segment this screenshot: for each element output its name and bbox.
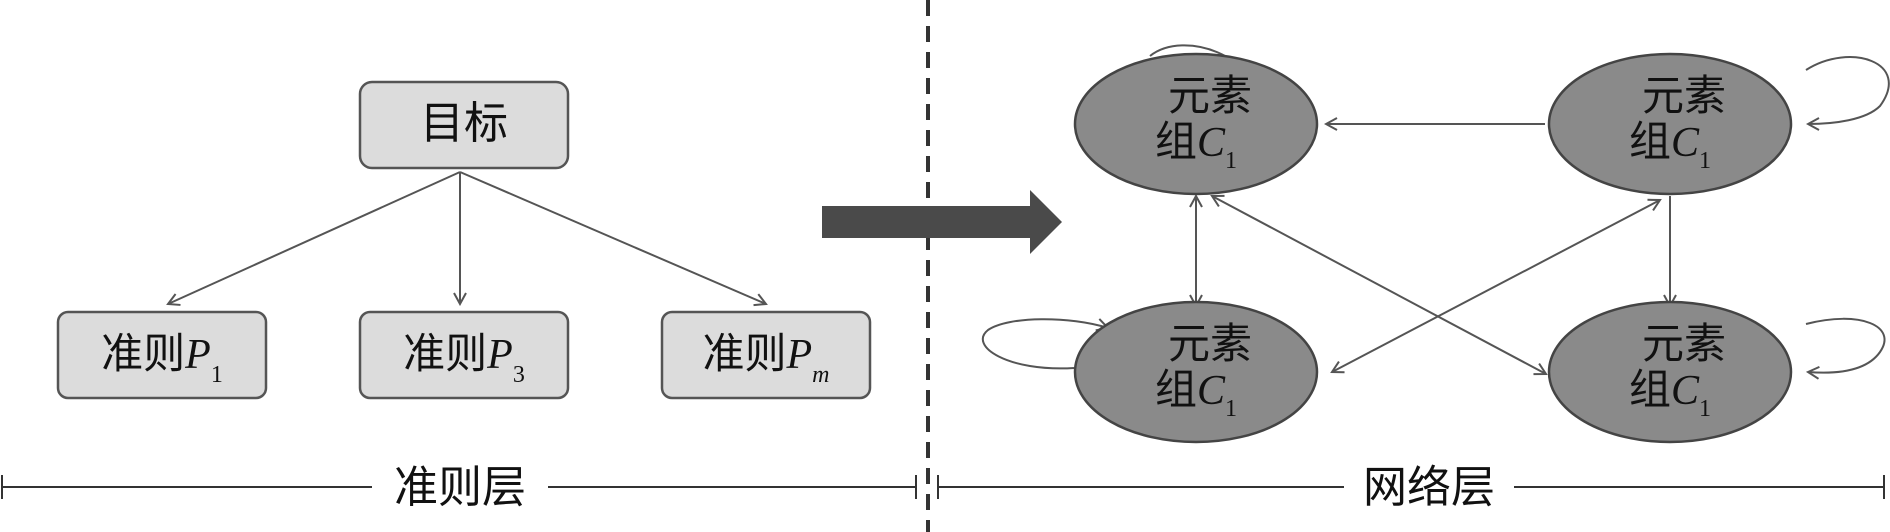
network-layer-label: 网络层 bbox=[1363, 462, 1495, 513]
edge-top-right-to-bottom-left bbox=[1332, 200, 1660, 372]
network-layer-scale: 网络层 bbox=[937, 462, 1885, 513]
svg-text:准则P1: 准则P1 bbox=[101, 329, 223, 388]
criterion-m-subscript: m bbox=[812, 362, 829, 388]
cluster-top-right-symbol: C bbox=[1671, 120, 1700, 166]
self-loop-top-right bbox=[1805, 56, 1890, 124]
svg-text:组C1: 组C1 bbox=[1629, 117, 1711, 174]
cluster-node-top-left: 元素 组C1 bbox=[1073, 52, 1319, 196]
transition-arrow-icon bbox=[822, 190, 1062, 254]
cluster-top-left-subscript: 1 bbox=[1225, 148, 1237, 174]
criteria-layer-scale: 准则层 bbox=[1, 462, 917, 513]
svg-text:组C1: 组C1 bbox=[1155, 117, 1237, 174]
cluster-bottom-right-line1: 元素 bbox=[1642, 319, 1726, 368]
criterion-node-m: 准则Pm bbox=[660, 310, 872, 400]
cluster-bottom-right-line2: 组 bbox=[1629, 365, 1671, 414]
cluster-top-right-line2: 组 bbox=[1629, 117, 1671, 166]
cluster-top-left-line2: 组 bbox=[1155, 117, 1197, 166]
svg-text:组C1: 组C1 bbox=[1629, 365, 1711, 422]
cluster-bottom-left-subscript: 1 bbox=[1225, 396, 1237, 422]
svg-text:组C1: 组C1 bbox=[1155, 365, 1237, 422]
cluster-bottom-left-line2: 组 bbox=[1155, 365, 1197, 414]
cluster-node-bottom-right: 元素 组C1 bbox=[1547, 300, 1793, 444]
criterion-m-symbol: P bbox=[786, 332, 813, 378]
cluster-top-left-line1: 元素 bbox=[1168, 71, 1252, 120]
cluster-node-top-right: 元素 组C1 bbox=[1547, 52, 1793, 196]
criterion-node-3: 准则P3 bbox=[358, 310, 570, 400]
cluster-top-right-subscript: 1 bbox=[1699, 148, 1711, 174]
cluster-node-bottom-left: 元素 组C1 bbox=[1073, 300, 1319, 444]
cluster-top-left-symbol: C bbox=[1197, 120, 1226, 166]
goal-node: 目标 bbox=[358, 80, 570, 170]
goal-to-criterion-m-arrow bbox=[459, 171, 766, 304]
criterion-3-subscript: 3 bbox=[513, 362, 525, 388]
criteria-hierarchy: 目标 准则P1 准则P3 准则Pm bbox=[56, 80, 872, 400]
svg-text:准则P3: 准则P3 bbox=[403, 329, 525, 388]
svg-text:准则Pm: 准则Pm bbox=[702, 329, 829, 388]
criterion-1-prefix: 准则 bbox=[101, 329, 185, 378]
criteria-layer-label: 准则层 bbox=[394, 462, 526, 513]
goal-label: 目标 bbox=[420, 98, 508, 149]
cluster-bottom-right-symbol: C bbox=[1671, 368, 1700, 414]
cluster-bottom-left-line1: 元素 bbox=[1168, 319, 1252, 368]
criterion-1-subscript: 1 bbox=[211, 362, 223, 388]
criterion-1-symbol: P bbox=[184, 332, 211, 378]
self-loop-bottom-left bbox=[981, 318, 1108, 370]
cluster-bottom-left-symbol: C bbox=[1197, 368, 1226, 414]
criterion-3-symbol: P bbox=[486, 332, 513, 378]
criterion-3-prefix: 准则 bbox=[403, 329, 487, 378]
cluster-top-right-line1: 元素 bbox=[1642, 71, 1726, 120]
cluster-bottom-right-subscript: 1 bbox=[1699, 396, 1711, 422]
goal-to-criterion-1-arrow bbox=[168, 171, 461, 304]
self-loop-bottom-right bbox=[1805, 317, 1886, 373]
network-graph: 元素 组C1 元素 组C1 元素 组C1 元素 组C1 bbox=[981, 44, 1890, 444]
criterion-m-prefix: 准则 bbox=[702, 329, 786, 378]
criterion-node-1: 准则P1 bbox=[56, 310, 268, 400]
